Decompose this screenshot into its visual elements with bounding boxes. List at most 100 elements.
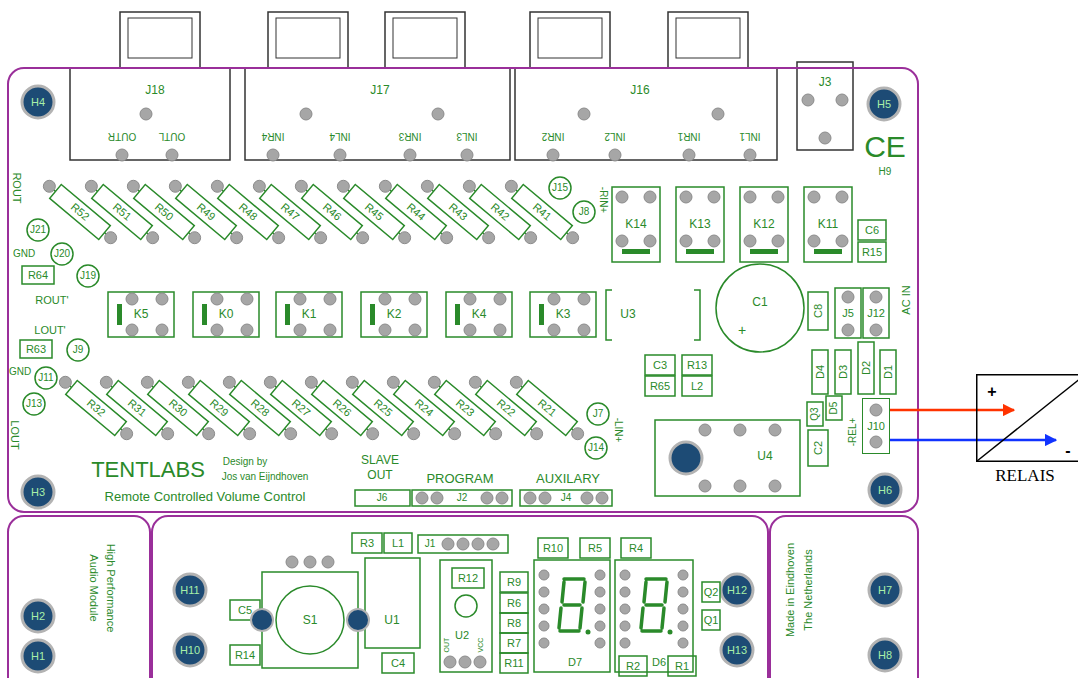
relay-outline xyxy=(446,292,512,337)
solder-pad xyxy=(524,492,536,504)
silkscreen-label: OUT xyxy=(367,469,392,481)
part-outline xyxy=(412,490,512,506)
part-outline xyxy=(808,292,828,330)
board-outline xyxy=(152,516,768,678)
connector-housing xyxy=(668,12,748,68)
silkscreen-label: Jos van Eijndhoven xyxy=(222,472,309,482)
connector-outline xyxy=(245,68,510,160)
silkscreen-label: INL4 xyxy=(329,131,350,141)
solder-pad xyxy=(870,324,882,336)
silkscreen-label: R9 xyxy=(507,577,521,588)
mounting-hole xyxy=(869,474,901,506)
solder-pad xyxy=(59,376,71,388)
solder-pad xyxy=(481,492,493,504)
relay-marker xyxy=(622,249,650,254)
relay-marker xyxy=(370,304,375,325)
silkscreen-label: K13 xyxy=(689,218,710,230)
connector-outline xyxy=(70,68,230,160)
connector-label: J10 xyxy=(867,421,885,432)
solder-pad xyxy=(581,492,593,504)
silkscreen-label: R49 xyxy=(195,201,218,222)
silkscreen-label: D5 xyxy=(829,402,839,415)
silkscreen-label: Q1 xyxy=(704,615,719,626)
relay-diagonal xyxy=(977,374,1078,461)
hole-label: H5 xyxy=(877,99,891,110)
silkscreen-label: C3 xyxy=(653,360,667,371)
test-point-circle xyxy=(27,219,49,241)
encoder-mount xyxy=(251,609,273,631)
solder-pad xyxy=(510,376,522,388)
silkscreen-label: K12 xyxy=(753,218,774,230)
solder-pad xyxy=(595,604,605,614)
part-outline xyxy=(621,538,651,558)
silkscreen-label: J18 xyxy=(145,84,164,96)
part-outline xyxy=(668,656,696,676)
solder-pad xyxy=(572,428,584,440)
silkscreen-label: C1 xyxy=(752,296,767,308)
solder-pad xyxy=(595,587,605,597)
mounting-hole xyxy=(869,574,901,606)
silkscreen-label: R31 xyxy=(126,397,149,418)
solder-pad xyxy=(211,324,223,336)
silkscreen-label: R7 xyxy=(507,638,521,649)
solder-pad xyxy=(483,232,495,244)
hole-label: H10 xyxy=(180,645,200,656)
hole-label: H12 xyxy=(727,585,747,596)
connector-housing xyxy=(120,12,200,68)
decimal-point xyxy=(668,630,673,635)
signal-arrow xyxy=(890,439,1056,442)
silkscreen-label: AUXILARY xyxy=(536,472,600,485)
solder-pad xyxy=(416,492,428,504)
silkscreen-label: INL1 xyxy=(739,131,760,141)
silkscreen-label: R2 xyxy=(626,661,640,672)
silkscreen-label: Design by xyxy=(223,457,267,467)
part-outline xyxy=(807,402,823,426)
solder-pad xyxy=(267,149,279,161)
solder-pad xyxy=(548,324,560,336)
part-outline xyxy=(835,288,861,338)
solder-pad xyxy=(223,376,235,388)
solder-pad xyxy=(808,191,820,203)
silkscreen-label: J17 xyxy=(370,84,389,96)
solder-pad xyxy=(162,428,174,440)
solder-pad xyxy=(744,235,756,247)
silkscreen-label: H9 xyxy=(879,167,892,177)
solder-pad xyxy=(203,428,215,440)
mounting-hole xyxy=(670,442,702,474)
relay-marker xyxy=(117,304,122,325)
test-point-circle xyxy=(67,339,89,361)
solder-pad xyxy=(449,428,461,440)
hole-label: H13 xyxy=(727,645,747,656)
silkscreen-label: INR3 xyxy=(399,131,422,141)
silkscreen-label: J11 xyxy=(38,373,53,383)
silkscreen-label: S1 xyxy=(303,614,318,626)
solder-pad xyxy=(324,293,336,305)
solder-pad xyxy=(428,376,440,388)
mounting-hole xyxy=(869,639,901,671)
solder-pad xyxy=(578,324,590,336)
connector-housing xyxy=(276,18,340,58)
solder-pad xyxy=(505,180,517,192)
solder-pad xyxy=(567,232,579,244)
ir-receiver xyxy=(455,595,477,617)
silkscreen-label: AC IN xyxy=(901,285,912,314)
silkscreen-label: K2 xyxy=(387,308,402,320)
silkscreen-label: J6 xyxy=(377,493,388,503)
solder-pad xyxy=(431,492,443,504)
solder-pad xyxy=(734,480,746,492)
silkscreen-label: J13 xyxy=(26,399,42,409)
solder-pad xyxy=(116,149,128,161)
solder-pad xyxy=(241,293,253,305)
silkscreen-label: INR4 xyxy=(262,131,285,141)
solder-pad xyxy=(315,232,327,244)
solder-pad xyxy=(487,538,499,550)
silkscreen-label: R29 xyxy=(208,397,231,418)
hole-label: H3 xyxy=(31,487,45,498)
test-point-circle xyxy=(23,393,45,415)
connector-outline xyxy=(797,62,853,150)
solder-pad xyxy=(842,291,854,303)
solder-pad xyxy=(156,324,168,336)
part-outline xyxy=(682,376,712,396)
solder-pad xyxy=(870,404,882,416)
